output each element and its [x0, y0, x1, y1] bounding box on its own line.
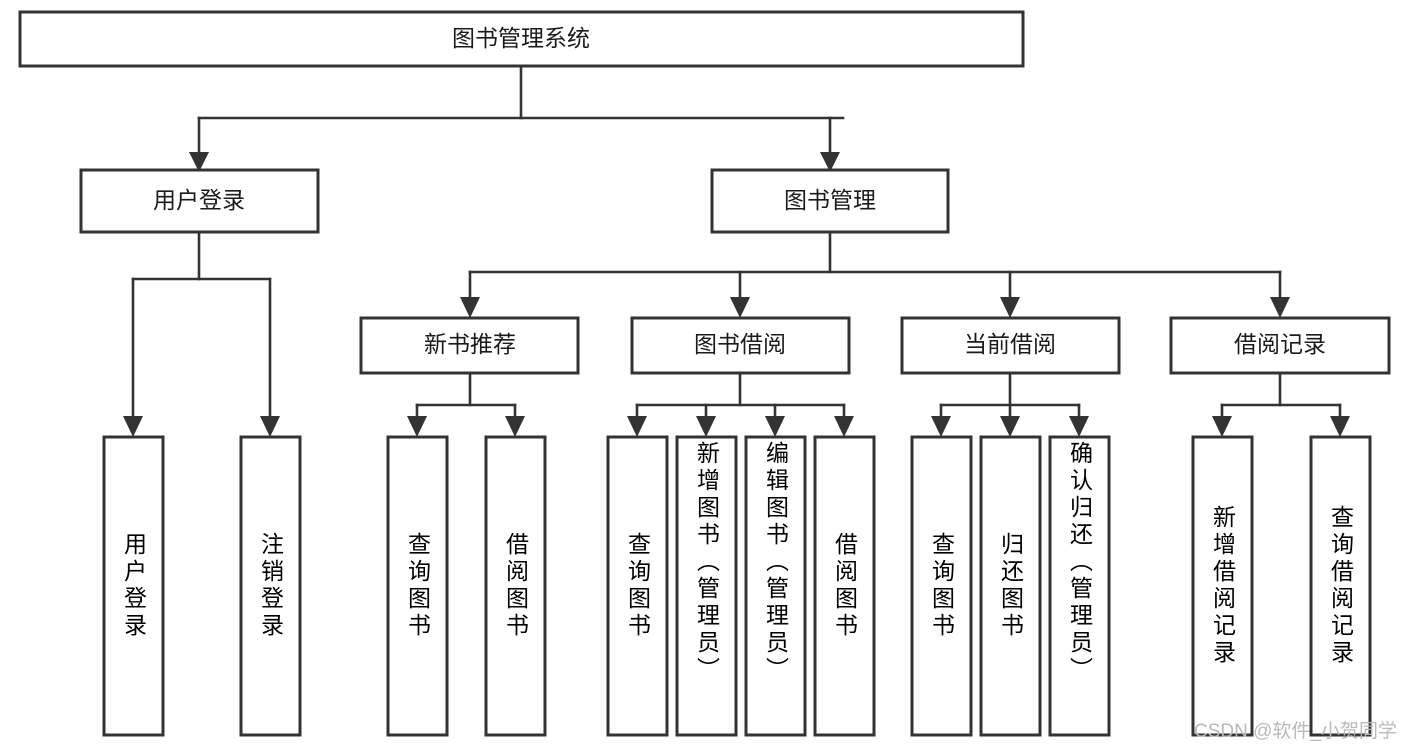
arrowhead-current-borrow [1000, 297, 1020, 318]
node-new-book-recommend-label: 新书推荐 [424, 331, 516, 357]
connector-group-user-login [123, 230, 280, 437]
connector-group-root [189, 64, 845, 172]
node-leaf-borrow-book-2-box[interactable] [813, 435, 876, 737]
node-leaf-add-book-label: 新增图书（管理员） [693, 441, 720, 684]
node-leaf-user-logout[interactable]: 注销登录 [239, 435, 302, 737]
connector-group-new-book-recommend [407, 371, 525, 437]
connector-group-book-borrow [627, 371, 854, 437]
arrowhead-leaf-query-book-2 [627, 416, 647, 437]
node-leaf-query-book-3-label: 查询图书 [928, 532, 955, 640]
arrowhead-leaf-add-record [1212, 416, 1232, 437]
node-leaf-add-book[interactable]: 新增图书（管理员） [675, 435, 738, 737]
node-leaf-edit-book-box[interactable] [744, 435, 807, 737]
arrowhead-user-login [189, 152, 209, 172]
node-leaf-query-book-2[interactable]: 查询图书 [606, 435, 669, 737]
node-borrow-record-label: 借阅记录 [1234, 331, 1326, 357]
node-user-login-label: 用户登录 [153, 187, 245, 213]
node-leaf-query-book-3-box[interactable] [910, 435, 973, 737]
node-book-borrow-label: 图书借阅 [694, 331, 786, 357]
node-borrow-record[interactable]: 借阅记录 [1169, 316, 1391, 375]
arrowhead-leaf-edit-book [765, 416, 785, 437]
node-book-borrow-box[interactable] [630, 316, 851, 375]
node-leaf-query-book-1-label: 查询图书 [404, 532, 431, 640]
arrowhead-leaf-return-book [1000, 416, 1020, 437]
node-leaf-add-book-box[interactable] [675, 435, 738, 737]
node-leaf-add-record[interactable]: 新增借阅记录 [1191, 435, 1254, 737]
node-leaf-query-record-label: 查询借阅记录 [1327, 505, 1354, 667]
node-leaf-edit-book[interactable]: 编辑图书（管理员） [744, 435, 807, 737]
watermark-text: CSDN @软件_小贺同学 [1194, 721, 1397, 742]
arrowhead-leaf-user-login [123, 416, 143, 437]
connector-group-current-borrow [931, 371, 1089, 437]
node-leaf-borrow-book-2[interactable]: 借阅图书 [813, 435, 876, 737]
node-book-manage-box[interactable] [710, 168, 950, 234]
node-leaf-return-book-label: 归还图书 [997, 532, 1024, 640]
arrowhead-leaf-query-book-1 [407, 416, 427, 437]
node-current-borrow-label: 当前借阅 [964, 331, 1056, 357]
arrowhead-leaf-confirm-return [1069, 416, 1089, 437]
node-current-borrow-box[interactable] [900, 316, 1121, 375]
node-leaf-borrow-book-1-box[interactable] [484, 435, 547, 737]
arrowhead-leaf-borrow-book-1 [505, 416, 525, 437]
arrowhead-book-borrow [730, 297, 750, 318]
node-user-login[interactable]: 用户登录 [79, 168, 320, 234]
arrowhead-book-manage [820, 152, 840, 172]
connector-group-borrow-record [1212, 371, 1350, 437]
node-leaf-user-login-box[interactable] [102, 435, 165, 737]
node-leaf-borrow-book-1-label: 借阅图书 [502, 532, 529, 640]
node-leaf-user-login[interactable]: 用户登录 [102, 435, 165, 737]
node-leaf-confirm-return-box[interactable] [1048, 435, 1111, 737]
node-new-book-recommend-box[interactable] [359, 316, 580, 375]
node-leaf-query-record-box[interactable] [1309, 435, 1372, 737]
arrowhead-new-book-recommend [460, 297, 480, 318]
node-leaf-user-logout-label: 注销登录 [257, 532, 284, 640]
node-leaf-query-book-2-label: 查询图书 [624, 532, 651, 640]
node-leaf-return-book[interactable]: 归还图书 [979, 435, 1042, 737]
node-current-borrow[interactable]: 当前借阅 [900, 316, 1121, 375]
node-user-login-box[interactable] [79, 168, 320, 234]
node-leaf-add-record-box[interactable] [1191, 435, 1254, 737]
node-root-box[interactable] [18, 10, 1025, 68]
node-leaf-return-book-box[interactable] [979, 435, 1042, 737]
node-leaf-query-record[interactable]: 查询借阅记录 [1309, 435, 1372, 737]
node-leaf-user-logout-box[interactable] [239, 435, 302, 737]
node-leaf-query-book-1[interactable]: 查询图书 [386, 435, 449, 737]
node-book-manage-label: 图书管理 [784, 187, 876, 213]
arrowhead-leaf-query-book-3 [931, 416, 951, 437]
node-leaf-query-book-3[interactable]: 查询图书 [910, 435, 973, 737]
node-leaf-confirm-return-label: 确认归还（管理员） [1066, 441, 1093, 684]
node-leaf-edit-book-label: 编辑图书（管理员） [762, 441, 789, 684]
arrowhead-leaf-borrow-book-2 [834, 416, 854, 437]
node-root-label: 图书管理系统 [452, 25, 590, 51]
arrowhead-leaf-query-record [1330, 416, 1350, 437]
node-leaf-query-book-1-box[interactable] [386, 435, 449, 737]
node-leaf-borrow-book-2-label: 借阅图书 [831, 532, 858, 640]
node-leaf-add-record-label: 新增借阅记录 [1209, 505, 1236, 667]
node-borrow-record-box[interactable] [1169, 316, 1391, 375]
node-leaf-confirm-return[interactable]: 确认归还（管理员） [1048, 435, 1111, 737]
node-leaf-borrow-book-1[interactable]: 借阅图书 [484, 435, 547, 737]
node-root[interactable]: 图书管理系统 [18, 10, 1025, 68]
arrowhead-leaf-user-logout [260, 416, 280, 437]
node-new-book-recommend[interactable]: 新书推荐 [359, 316, 580, 375]
node-leaf-query-book-2-box[interactable] [606, 435, 669, 737]
node-leaf-user-login-label: 用户登录 [120, 532, 147, 640]
connector-group-book-manage [460, 230, 1290, 318]
node-book-manage[interactable]: 图书管理 [710, 168, 950, 234]
node-book-borrow[interactable]: 图书借阅 [630, 316, 851, 375]
arrowhead-leaf-add-book [696, 416, 716, 437]
arrowhead-borrow-record [1270, 297, 1290, 318]
